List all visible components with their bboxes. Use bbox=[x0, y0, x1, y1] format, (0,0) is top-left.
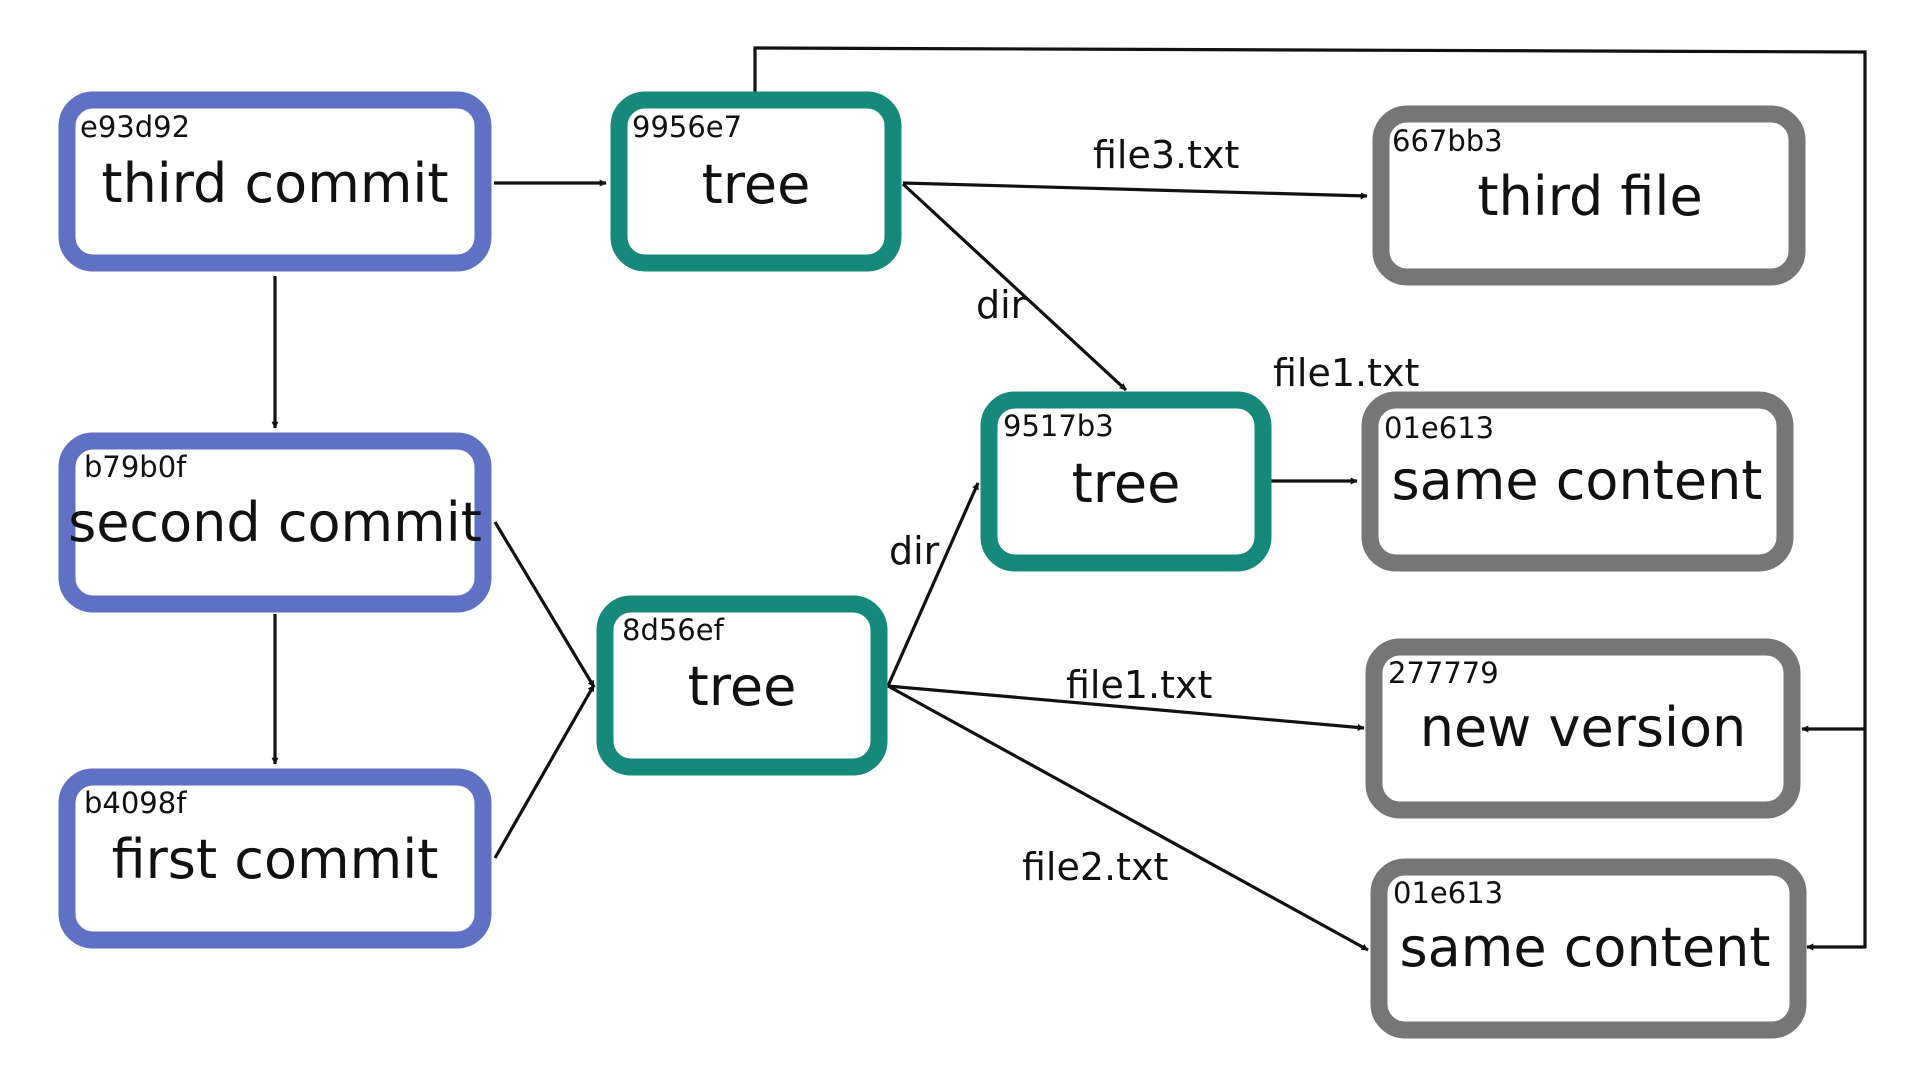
blob-box bbox=[1361, 391, 1794, 572]
tree-box bbox=[596, 595, 888, 776]
blob-box bbox=[1365, 638, 1801, 819]
node-hash: 277779 bbox=[1388, 656, 1499, 690]
edge-tree-loop-to-blobs bbox=[753, 46, 1867, 948]
blob-box bbox=[1370, 858, 1807, 1039]
edge-tree-to-subtree-top bbox=[901, 182, 1128, 392]
node-hash: b79b0f bbox=[84, 450, 187, 484]
nodes: e93d92 third commit b79b0f second commit… bbox=[58, 91, 1807, 1039]
tree-node-8d56ef: 8d56ef tree bbox=[596, 595, 888, 776]
node-hash: 667bb3 bbox=[1392, 124, 1503, 158]
node-label: same content bbox=[1400, 916, 1771, 979]
node-label: tree bbox=[702, 153, 811, 216]
node-label: second commit bbox=[68, 491, 482, 554]
tree-box bbox=[980, 391, 1272, 572]
node-hash: b4098f bbox=[84, 786, 187, 820]
edge-second-commit-to-tree bbox=[493, 521, 596, 688]
edge-label-file1-bottom: file1.txt bbox=[1066, 663, 1212, 707]
edge-label-dir-bottom: dir bbox=[889, 529, 940, 573]
tree-node-9517b3: 9517b3 tree bbox=[980, 391, 1272, 572]
edge-tree-to-subtree-bottom bbox=[886, 482, 980, 687]
blob-node-01e613-bottom: 01e613 same content bbox=[1370, 858, 1807, 1039]
blob-box bbox=[1372, 105, 1806, 286]
node-label: third file bbox=[1477, 165, 1702, 228]
edges bbox=[271, 46, 1867, 952]
edge-tree-to-same-content-bottom bbox=[887, 684, 1369, 952]
node-label: tree bbox=[1072, 452, 1181, 515]
edge-label-dir-top: dir bbox=[976, 283, 1027, 327]
blob-node-01e613-top: 01e613 same content bbox=[1361, 391, 1794, 572]
node-label: third commit bbox=[101, 152, 448, 215]
node-label: new version bbox=[1420, 696, 1747, 759]
node-hash: 9517b3 bbox=[1003, 409, 1114, 443]
edge-label-file3: file3.txt bbox=[1093, 133, 1239, 177]
commit-box bbox=[58, 768, 492, 949]
commit-box bbox=[58, 432, 492, 613]
commit-node-second: b79b0f second commit bbox=[58, 432, 492, 613]
node-hash: 01e613 bbox=[1384, 411, 1494, 445]
commit-box bbox=[58, 91, 492, 272]
node-label: same content bbox=[1392, 449, 1763, 512]
edge-first-commit-to-tree bbox=[493, 684, 596, 859]
node-hash: e93d92 bbox=[80, 110, 190, 144]
edge-label-file1-top: file1.txt bbox=[1273, 351, 1419, 395]
commit-node-first: b4098f first commit bbox=[58, 768, 492, 949]
node-hash: 01e613 bbox=[1393, 876, 1503, 910]
node-hash: 9956e7 bbox=[632, 110, 742, 144]
edge-label-file2: file2.txt bbox=[1022, 845, 1168, 889]
node-hash: 8d56ef bbox=[622, 613, 725, 647]
edge-labels: file3.txt dir file1.txt dir file1.txt fi… bbox=[889, 133, 1419, 889]
tree-node-9956e7: 9956e7 tree bbox=[610, 91, 902, 272]
node-label: first commit bbox=[112, 828, 439, 891]
commit-node-third: e93d92 third commit bbox=[58, 91, 492, 272]
blob-node-277779: 277779 new version bbox=[1365, 638, 1801, 819]
node-label: tree bbox=[688, 655, 797, 718]
edge-tree-to-third-file bbox=[902, 181, 1368, 200]
edge-tree-to-new-version bbox=[887, 684, 1365, 731]
blob-node-667bb3: 667bb3 third file bbox=[1372, 105, 1806, 286]
tree-box bbox=[610, 91, 902, 272]
